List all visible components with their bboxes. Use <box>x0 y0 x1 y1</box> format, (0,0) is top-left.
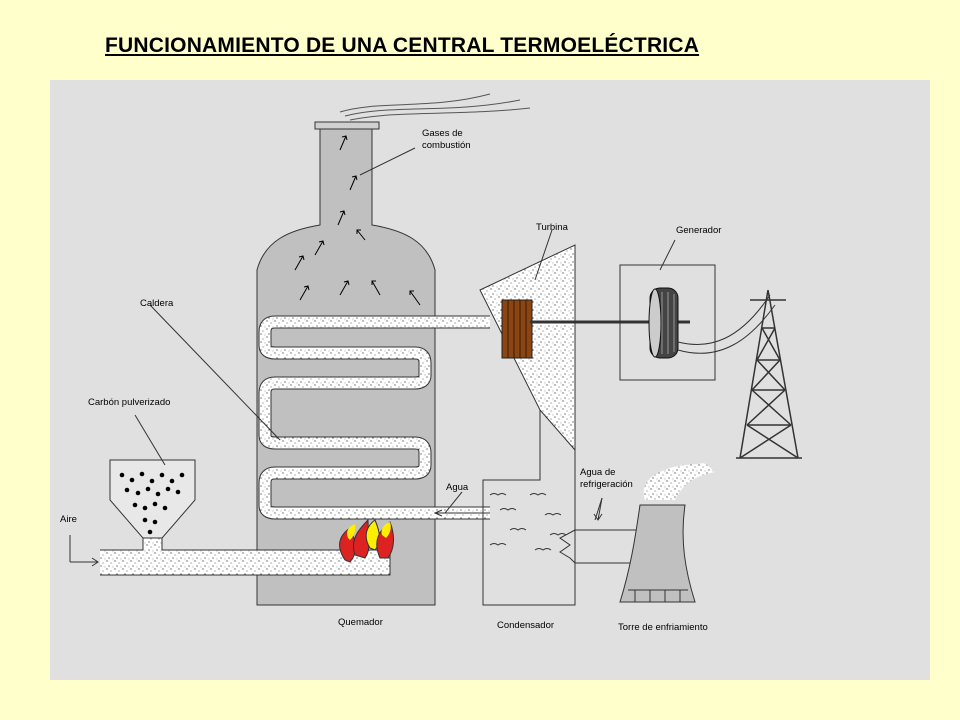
power-plant-diagram: Gases de combustión Turbina Generador Ca… <box>60 93 802 633</box>
condenser <box>482 410 576 606</box>
label-gases-2: combustión <box>422 140 471 151</box>
diagram-panel: Gases de combustión Turbina Generador Ca… <box>50 80 930 680</box>
transmission-tower <box>736 289 802 459</box>
cooling-tower-steam <box>643 463 715 500</box>
label-caldera: Caldera <box>140 298 174 309</box>
label-carbon: Carbón pulverizado <box>88 397 170 408</box>
label-generador: Generador <box>676 225 721 236</box>
smoke-plume <box>339 93 531 121</box>
leader-lines <box>134 147 676 521</box>
label-quemador: Quemador <box>338 617 383 628</box>
page-title: FUNCIONAMIENTO DE UNA CENTRAL TERMOELÉCT… <box>105 34 700 57</box>
label-agua-refrig-1: Agua de <box>580 467 615 478</box>
label-torre: Torre de enfriamiento <box>618 622 708 633</box>
cooling-tower <box>619 504 696 603</box>
gas-flow-arrows <box>294 135 421 306</box>
generator-box <box>619 264 716 381</box>
boiler-body <box>256 127 436 606</box>
label-aire: Aire <box>60 514 77 525</box>
condenser-water-ripples <box>489 493 567 551</box>
burner-flames <box>339 518 394 563</box>
label-turbina: Turbina <box>536 222 569 233</box>
label-agua: Agua <box>446 482 469 493</box>
water-refrig-arrow <box>593 497 603 521</box>
cooling-coil <box>559 529 640 564</box>
label-gases-1: Gases de <box>422 128 463 139</box>
chimney-cap <box>314 121 380 130</box>
label-agua-refrig-2: refrigeración <box>580 479 633 490</box>
coal-particles <box>119 471 185 535</box>
turbine-rotor <box>501 299 533 359</box>
label-condensador: Condensador <box>497 620 554 631</box>
feed-duct <box>100 537 391 576</box>
power-cables <box>677 294 776 354</box>
generator-wheel <box>648 287 679 359</box>
